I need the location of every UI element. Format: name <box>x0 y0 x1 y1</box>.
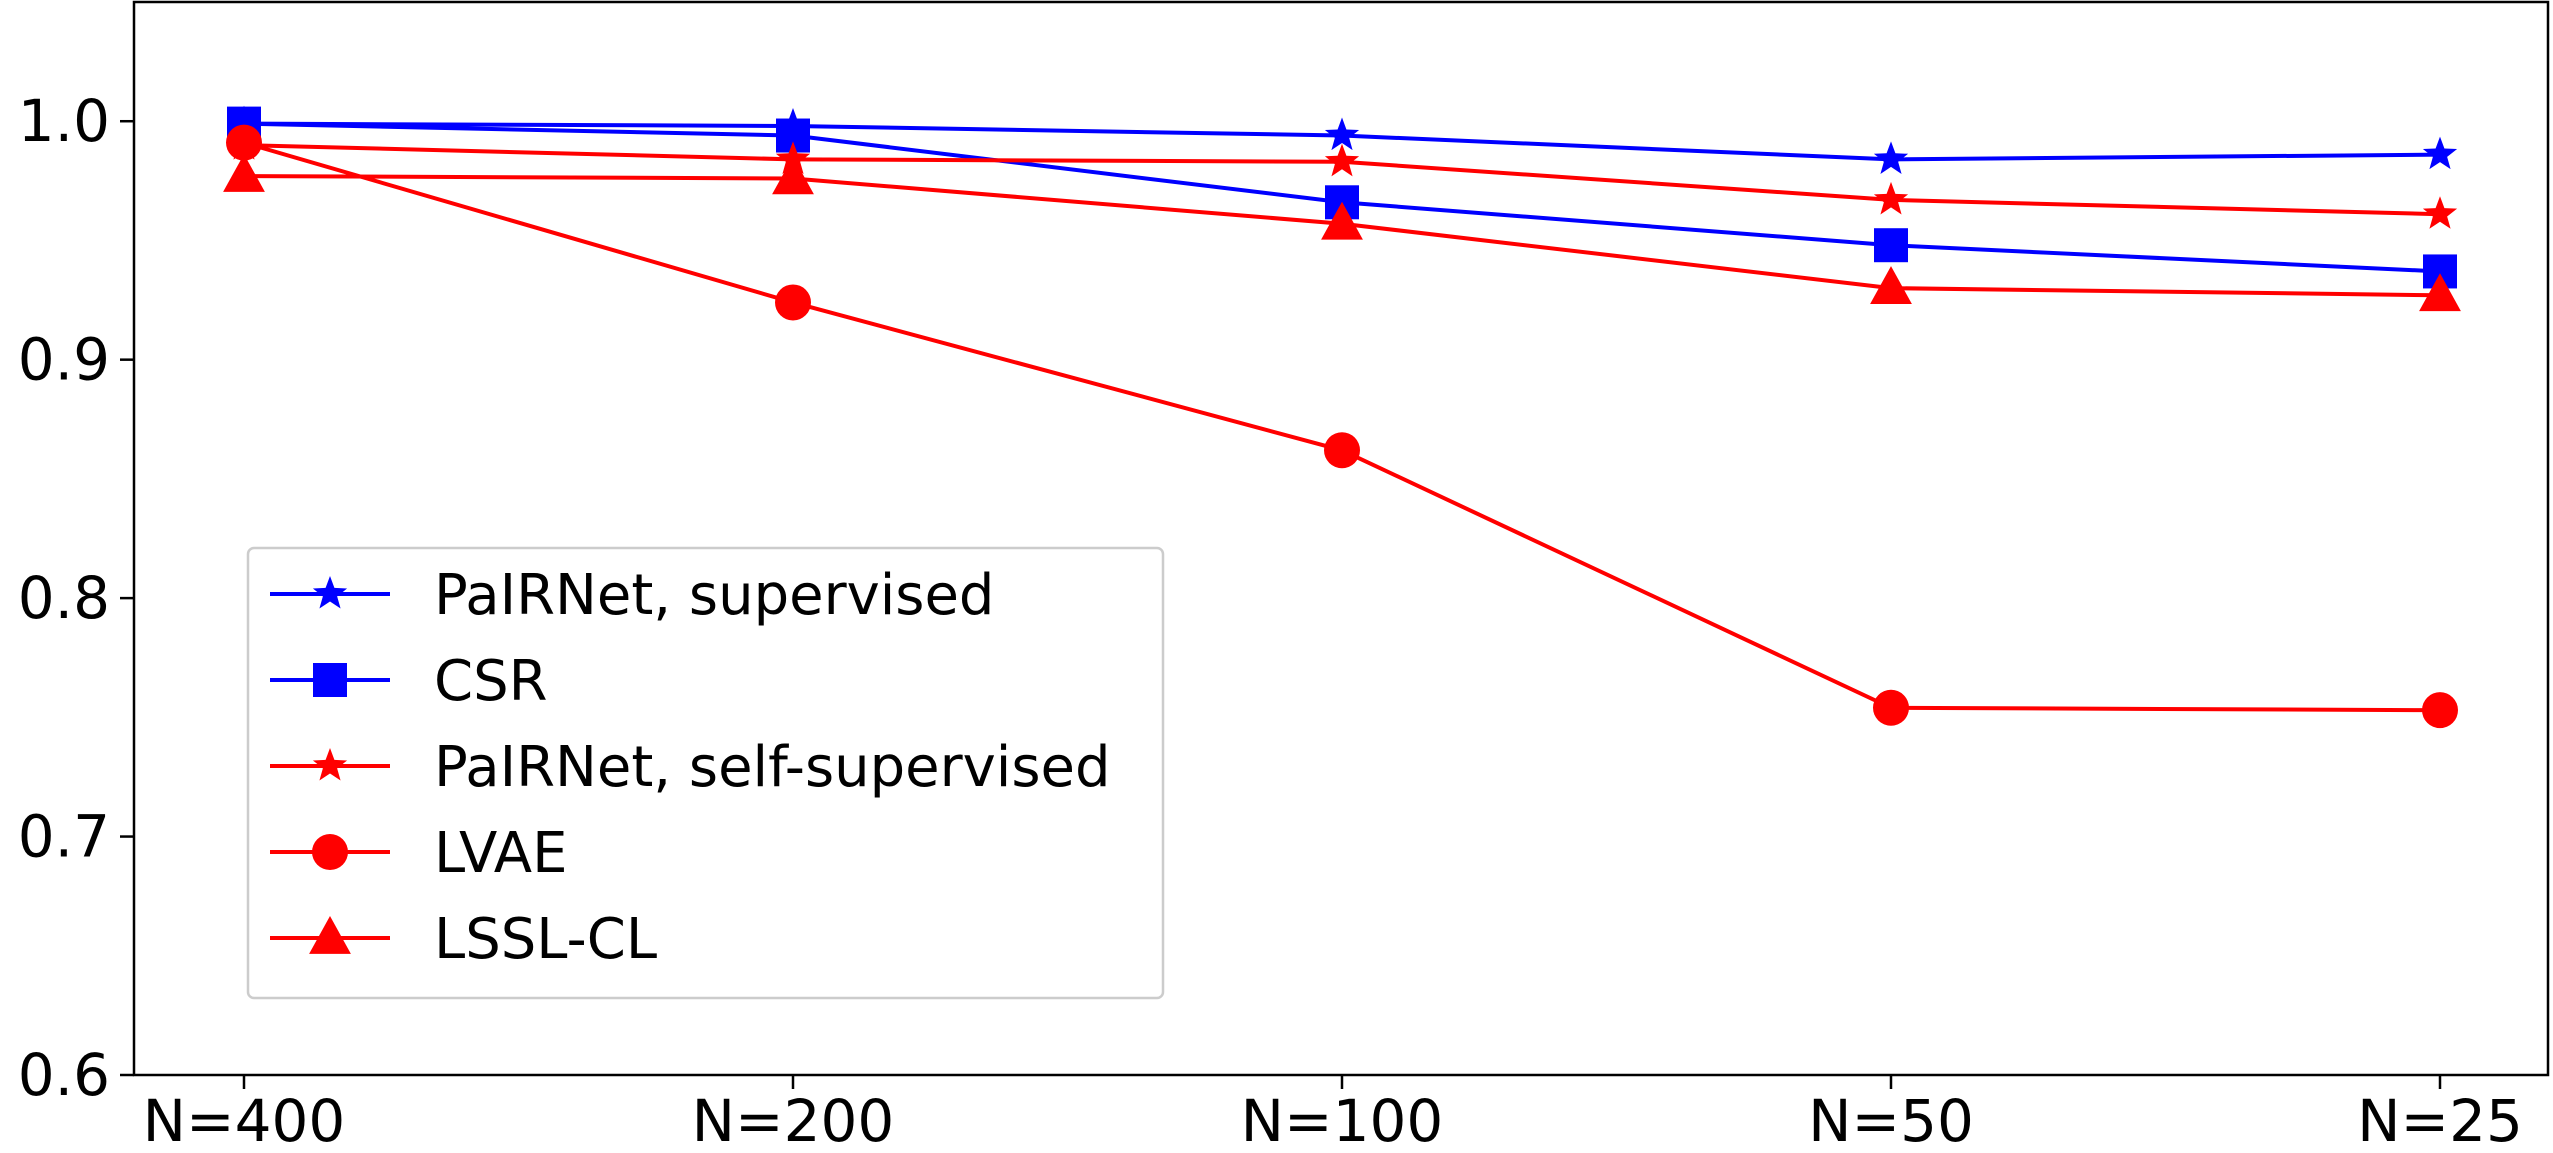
legend-marker <box>312 834 348 870</box>
data-point <box>1873 141 1909 174</box>
legend-item: PaIRNet, supervised <box>270 563 994 628</box>
data-point <box>1324 143 1360 177</box>
series-lssl-cl <box>223 154 2461 312</box>
legend-marker <box>313 663 347 697</box>
legend-item: PaIRNet, self-supervised <box>270 735 1111 800</box>
data-point <box>1873 181 1909 215</box>
data-point <box>1324 117 1360 151</box>
data-point <box>226 124 262 161</box>
y-tick-label: 0.6 <box>18 1041 110 1109</box>
legend-marker <box>312 748 348 781</box>
data-point <box>775 284 811 321</box>
y-tick-label: 1.0 <box>18 87 110 155</box>
legend-label: PaIRNet, supervised <box>434 563 994 628</box>
y-tick-label: 0.9 <box>18 326 110 394</box>
data-point <box>1870 266 1912 304</box>
legend-item: LSSL-CL <box>270 907 657 972</box>
legend-label: CSR <box>434 649 548 714</box>
data-point <box>2422 196 2458 229</box>
series-layer <box>223 105 2461 729</box>
data-point <box>1324 432 1360 469</box>
legend-item: CSR <box>270 649 548 714</box>
legend-box <box>246 546 1165 1000</box>
data-point <box>2419 273 2461 312</box>
legend-label: PaIRNet, self-supervised <box>434 735 1111 800</box>
x-tick-label: N=400 <box>143 1087 346 1153</box>
legend-label: LSSL-CL <box>434 907 657 972</box>
data-point <box>772 156 814 195</box>
y-tick-label: 0.7 <box>18 803 110 871</box>
legend-marker <box>312 576 348 609</box>
data-point <box>2422 692 2458 729</box>
x-tick-label: N=25 <box>2357 1087 2523 1153</box>
data-point <box>1874 228 1908 263</box>
axes-layer: 0.6 0.7 0.8 0.9 1.0N=400 N=200 N=100 N=50 N=25 <box>18 0 2550 1153</box>
series-lvae <box>226 124 2458 729</box>
data-point <box>1321 201 1363 240</box>
x-tick-label: N=100 <box>1241 1087 1444 1153</box>
x-tick-label: N=200 <box>692 1087 895 1153</box>
data-point <box>2422 136 2458 170</box>
legend-marker <box>309 916 351 954</box>
y-tick-label: 0.8 <box>18 564 110 632</box>
data-point <box>223 154 265 192</box>
legend-label: LVAE <box>434 821 567 886</box>
x-tick-label: N=50 <box>1808 1087 1974 1153</box>
legend-item: LVAE <box>270 821 567 886</box>
data-point <box>1873 689 1909 726</box>
